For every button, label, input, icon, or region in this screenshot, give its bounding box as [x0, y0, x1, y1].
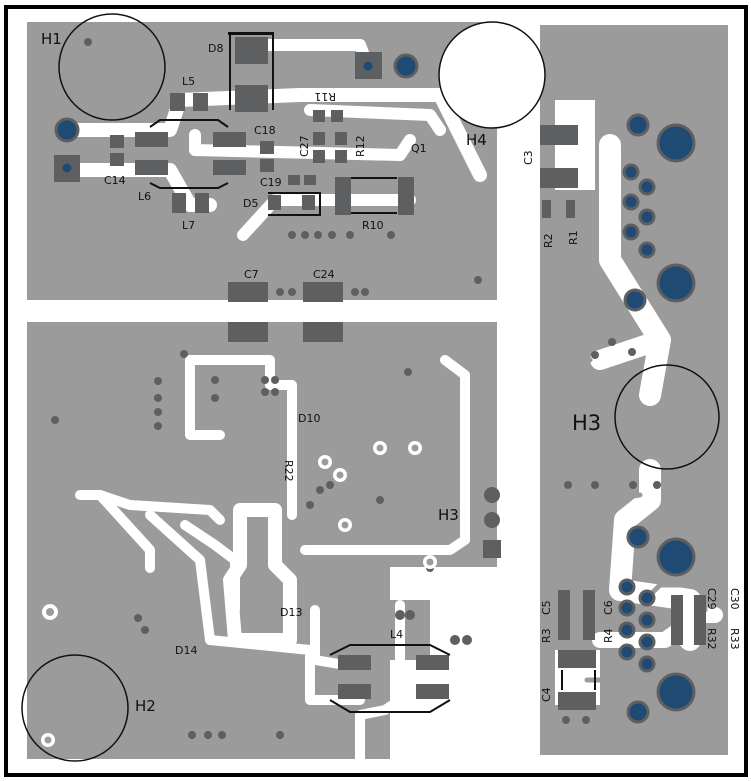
label-c18: C18	[254, 124, 276, 137]
label-r32: R32	[705, 628, 718, 650]
label-d14: D14	[175, 644, 197, 657]
label-h4: H4	[466, 131, 487, 149]
designator-labels: H1 H4 H3 H2 H3 D8 L5 R11 C18 C27 R12 Q1 …	[41, 30, 741, 715]
label-c4: C4	[540, 687, 553, 702]
label-r22: R22	[282, 460, 295, 482]
label-c30: C30	[728, 588, 741, 610]
label-r3: R3	[540, 628, 553, 643]
label-h3-mounting: H3	[572, 411, 601, 435]
label-r12: R12	[354, 135, 367, 157]
label-h3-connector: H3	[438, 506, 459, 524]
label-c14: C14	[104, 174, 126, 187]
label-r1: R1	[567, 230, 580, 245]
label-d5: D5	[243, 197, 258, 210]
mounting-holes	[21, 13, 720, 762]
label-d13: D13	[280, 606, 302, 619]
label-d10: D10	[298, 412, 320, 425]
mounting-hole-h2	[21, 654, 129, 762]
label-c27: C27	[298, 135, 311, 157]
label-h1: H1	[41, 30, 62, 48]
label-r2: R2	[542, 233, 555, 248]
label-c7: C7	[244, 268, 259, 281]
label-l6: L6	[138, 190, 151, 203]
mounting-hole-h4	[438, 21, 546, 129]
open-vias	[41, 441, 437, 747]
label-r10: R10	[362, 219, 384, 232]
label-q1: Q1	[411, 142, 427, 155]
through-hole-pads	[54, 52, 696, 724]
label-r33: R33	[728, 628, 741, 650]
label-l4: L4	[390, 628, 403, 641]
label-l7: L7	[182, 219, 195, 232]
mounting-hole-h1	[58, 13, 166, 121]
label-r4: R4	[602, 628, 615, 643]
label-l5: L5	[182, 75, 195, 88]
label-c3: C3	[522, 150, 535, 165]
label-c6: C6	[602, 600, 615, 615]
label-c29: C29	[705, 588, 718, 610]
silkscreen	[149, 32, 596, 713]
label-c5: C5	[540, 600, 553, 615]
label-r11: R11	[314, 90, 336, 103]
smd-pads	[110, 37, 706, 710]
label-h2: H2	[135, 697, 156, 715]
label-d8: D8	[208, 42, 223, 55]
label-c19: C19	[260, 176, 282, 189]
mounting-hole-h3	[614, 364, 720, 470]
label-c24: C24	[313, 268, 335, 281]
